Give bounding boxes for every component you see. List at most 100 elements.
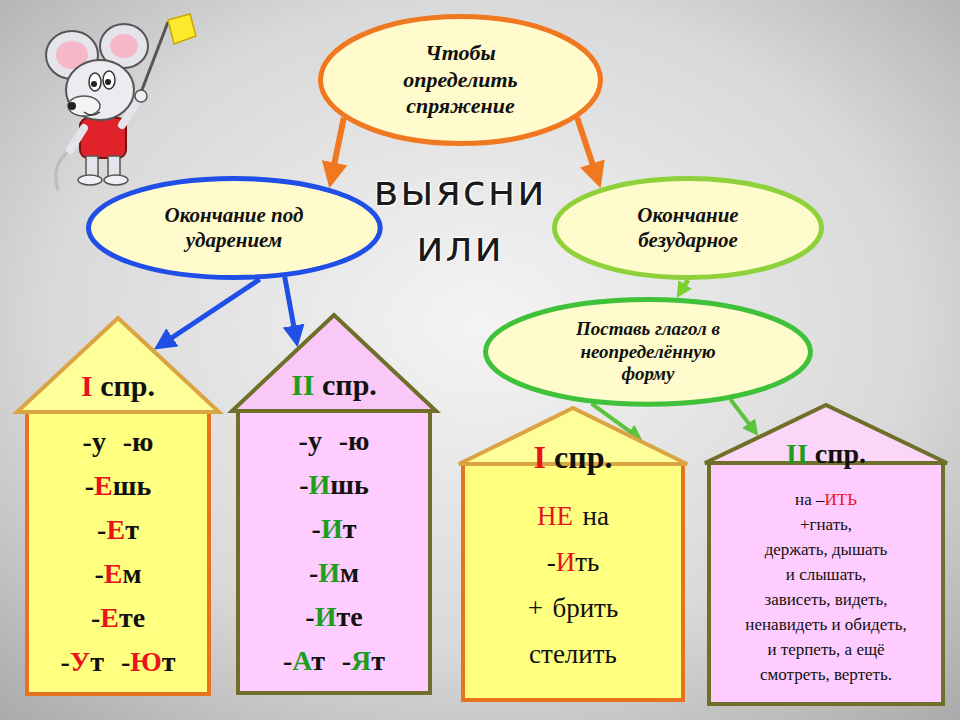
- highlight-letter: I: [797, 438, 808, 469]
- word: терпеть,: [781, 640, 841, 659]
- word: а: [845, 640, 853, 659]
- word: +: [528, 593, 543, 623]
- word: -ю: [339, 425, 370, 456]
- house-body: [463, 464, 683, 700]
- house-title: I спр.: [15, 368, 221, 404]
- highlight-letter: I: [534, 439, 546, 475]
- word: и: [767, 640, 776, 659]
- word: -Ет: [97, 514, 139, 545]
- highlight-letter: Н: [537, 501, 557, 531]
- word: -Ют: [121, 646, 176, 677]
- highlight-letter: Ь: [847, 490, 857, 509]
- highlight-letter: Е: [557, 501, 574, 531]
- word: -ю: [123, 426, 154, 457]
- highlight-letter: И: [309, 469, 331, 500]
- free-label: или: [362, 222, 558, 271]
- highlight-letter: Е: [100, 602, 119, 633]
- word: и: [831, 615, 840, 634]
- word: спр.: [100, 369, 155, 402]
- ellipse-shape: [486, 300, 811, 405]
- word: -Ит: [312, 513, 357, 544]
- word: II: [786, 438, 808, 469]
- house-body: [27, 412, 209, 694]
- highlight-letter: Т: [837, 490, 847, 509]
- connector-arrow: [731, 399, 753, 428]
- word: обидеть,: [845, 615, 907, 634]
- ellipse-label: Окончание безударное: [608, 203, 768, 253]
- highlight-letter: Ю: [130, 646, 162, 677]
- highlight-letter: I: [303, 368, 315, 401]
- ellipse-label: Поставь глагол в неопределённую форму: [559, 318, 737, 386]
- ellipse-node: Окончание под ударением: [86, 176, 383, 280]
- word: спр.: [554, 439, 612, 475]
- word: ненавидеть: [745, 615, 827, 634]
- house-title: I спр.: [457, 438, 689, 476]
- word: стелить: [529, 639, 617, 669]
- word: –ИТЬ: [816, 490, 857, 509]
- connector-arrow: [165, 279, 260, 342]
- word: спр.: [322, 368, 377, 401]
- ellipse-node: Чтобы определить спряжение: [318, 14, 603, 146]
- word: II: [291, 368, 314, 401]
- house-body-text: -у -ю -Ешь -Ет -Ем -Ете -Ут -Ют: [27, 420, 209, 684]
- word: зависеть,: [764, 590, 830, 609]
- word: спр.: [815, 438, 866, 469]
- house-node: II спр. на –ИТЬ +гнать, держать, дышать и…: [703, 403, 949, 706]
- connector-arrow: [577, 118, 595, 174]
- highlight-letter: И: [824, 490, 836, 509]
- word: +гнать,: [800, 515, 852, 534]
- word: -Ете: [91, 602, 145, 633]
- word: на: [583, 501, 609, 531]
- free-label: выясни: [362, 166, 558, 215]
- word: -Ишь: [299, 469, 369, 500]
- word: ещё: [856, 640, 884, 659]
- house-title: II спр.: [703, 437, 949, 471]
- connector-arrow: [332, 118, 343, 173]
- ellipse-label: Чтобы определить спряжение: [386, 40, 536, 119]
- house-title: II спр.: [230, 367, 438, 403]
- highlight-letter: Е: [94, 470, 113, 501]
- highlight-letter: А: [292, 645, 311, 676]
- word: вертеть.: [834, 665, 892, 684]
- word: смотреть,: [760, 665, 830, 684]
- word: -Им: [309, 557, 359, 588]
- house-body-text: на –ИТЬ +гнать, держать, дышать и слышат…: [709, 487, 943, 687]
- highlight-letter: I: [786, 438, 797, 469]
- word: видеть,: [835, 590, 888, 609]
- highlight-letter: У: [70, 646, 91, 677]
- house-roof: [232, 315, 436, 411]
- word: слышать,: [799, 565, 866, 584]
- highlight-letter: Е: [104, 558, 123, 589]
- house-node: I спр. -у -ю -Ешь -Ет -Ем -Ете -Ут -Ют: [15, 316, 221, 696]
- word: брить: [552, 593, 618, 623]
- highlight-letter: Я: [351, 645, 371, 676]
- connector-arrow: [682, 280, 688, 290]
- word: -Ить: [547, 547, 600, 577]
- house-roof: [17, 318, 219, 412]
- word: -Ат: [283, 645, 325, 676]
- mouse-illustration: [46, 14, 196, 190]
- word: -Ем: [94, 558, 141, 589]
- word: -у: [299, 425, 322, 456]
- word: -Ите: [305, 601, 362, 632]
- ellipse-node: Поставь глагол в неопределённую форму: [483, 297, 813, 407]
- highlight-letter: И: [318, 557, 340, 588]
- ellipse-shape: [321, 17, 601, 144]
- house-body: [238, 411, 430, 693]
- house-node: I спр. НЕ на -Ить + брить стелить: [457, 406, 689, 702]
- highlight-letter: И: [315, 601, 337, 632]
- word: и: [786, 565, 795, 584]
- highlight-letter: I: [291, 368, 303, 401]
- ellipse-label: Окончание под ударением: [131, 203, 336, 253]
- highlight-letter: И: [321, 513, 343, 544]
- highlight-letter: И: [556, 547, 576, 577]
- house-body-text: -у -ю -Ишь -Ит -Им -Ите -Ат -Ят: [238, 419, 430, 683]
- word: -Ут: [60, 646, 104, 677]
- ellipse-node: Окончание безударное: [552, 176, 824, 280]
- word: I: [81, 369, 93, 402]
- highlight-letter: I: [81, 369, 93, 402]
- word: -у: [83, 426, 106, 457]
- word: -Ешь: [85, 470, 151, 501]
